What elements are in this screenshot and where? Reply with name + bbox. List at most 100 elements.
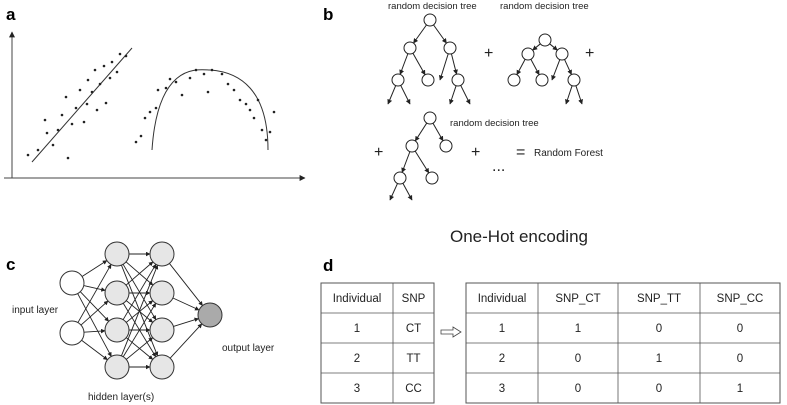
- scatter-point: [36, 148, 40, 152]
- right_table-cell: 0: [575, 383, 581, 395]
- right_table-cell: 0: [737, 323, 743, 335]
- network-edge: [77, 293, 112, 357]
- scatter-point: [244, 102, 248, 106]
- tree-node: [535, 73, 549, 87]
- scatter-point: [168, 77, 172, 81]
- scatter-point: [98, 82, 102, 86]
- right_table-cell: 3: [499, 383, 505, 395]
- network-edge: [169, 263, 203, 306]
- scatter-points: [26, 52, 276, 160]
- right_table-cell: 2: [499, 353, 505, 365]
- hidden-neuron: [149, 241, 175, 267]
- tree-node: [425, 171, 439, 185]
- tree-edge: [414, 122, 428, 142]
- tree-edge: [413, 24, 427, 44]
- tree-label-3: random decision tree: [450, 118, 539, 129]
- right_table-header-cell: Individual: [478, 293, 527, 305]
- tree-node: [507, 73, 521, 87]
- tree-edge: [387, 85, 397, 105]
- scatter-point: [194, 68, 198, 72]
- tree-edge: [414, 150, 430, 174]
- network-edge: [83, 285, 106, 292]
- scatter-point: [148, 110, 152, 114]
- right_table-cell: 0: [656, 323, 662, 335]
- tree-edge: [438, 53, 449, 81]
- scatter-point: [202, 72, 206, 76]
- scatter-point: [272, 110, 276, 114]
- tree-node: [403, 41, 417, 55]
- tree-node: [421, 73, 435, 87]
- scatter-point: [164, 86, 168, 90]
- tree-label-2: random decision tree: [500, 1, 589, 12]
- tree-node: [538, 33, 552, 47]
- left_table-cell: CC: [405, 383, 422, 395]
- tree-label-1: random decision tree: [388, 1, 477, 12]
- scatter-point: [82, 120, 86, 124]
- left_table-cell: TT: [406, 353, 420, 365]
- right_table-header-cell: SNP_CC: [717, 293, 764, 305]
- output-layer-label: output layer: [222, 343, 275, 354]
- scatter-point: [210, 68, 214, 72]
- scatter-point: [115, 70, 119, 74]
- network-edge: [122, 263, 157, 320]
- tree-edge: [449, 85, 457, 105]
- left_table-cell: CT: [406, 323, 421, 335]
- scatter-point: [154, 106, 158, 110]
- scatter-point: [78, 88, 82, 92]
- scatter-point: [264, 138, 268, 142]
- scatter-point: [118, 52, 122, 56]
- scatter-point: [206, 90, 210, 94]
- network-edge: [83, 328, 106, 334]
- left_table-cell: 2: [354, 353, 360, 365]
- fitted-curve: [151, 69, 269, 151]
- tree-edge: [575, 85, 583, 105]
- tree-edge: [389, 183, 398, 201]
- scatter-point: [95, 108, 99, 112]
- scatter-point: [60, 113, 64, 117]
- network-edge: [80, 300, 109, 326]
- transform-arrow: [440, 326, 462, 338]
- right_table-cell: 0: [737, 353, 743, 365]
- left_table-cell: 1: [354, 323, 360, 335]
- scatter-point: [174, 80, 178, 84]
- scatter-point: [268, 130, 272, 134]
- scatter-point: [248, 108, 252, 112]
- tree-edge: [399, 53, 409, 75]
- hidden-layer-label: hidden layer(s): [88, 392, 154, 403]
- tree-edge: [401, 151, 411, 173]
- tree-edge: [400, 85, 411, 105]
- scatter-point: [134, 140, 138, 144]
- left_table-header-cell: Individual: [333, 293, 382, 305]
- scatter-point: [260, 128, 264, 132]
- scatter-point: [108, 76, 112, 80]
- tree-edge: [564, 59, 572, 76]
- equals-sign: =: [516, 144, 525, 161]
- panel-letter-d: d: [323, 256, 333, 275]
- tree-edge: [432, 122, 444, 142]
- network-edge: [173, 317, 199, 327]
- tree-edge: [450, 53, 458, 75]
- tree-edge: [532, 43, 541, 51]
- network-edge: [77, 264, 112, 323]
- panel-letter-c: c: [6, 255, 15, 274]
- scatter-point: [256, 98, 260, 102]
- tree-node: [393, 171, 407, 185]
- tree-node: [521, 47, 535, 61]
- hidden-neuron: [149, 354, 175, 380]
- scatter-point: [156, 88, 160, 92]
- tree-node: [439, 139, 453, 153]
- plus-sign-2: +: [585, 45, 594, 62]
- neural-network-diagram: [59, 241, 223, 380]
- scatter-point: [102, 64, 106, 68]
- input-neuron: [59, 320, 85, 346]
- right_table-header-cell: SNP_CT: [555, 293, 600, 305]
- scatter-point: [85, 102, 89, 106]
- hidden-neuron: [104, 354, 130, 380]
- network-edge: [79, 291, 110, 322]
- tree-edge: [549, 43, 558, 51]
- network-edge: [172, 297, 200, 311]
- tree-edge: [551, 59, 561, 81]
- scatter-point: [26, 153, 30, 157]
- scatter-point: [45, 131, 49, 135]
